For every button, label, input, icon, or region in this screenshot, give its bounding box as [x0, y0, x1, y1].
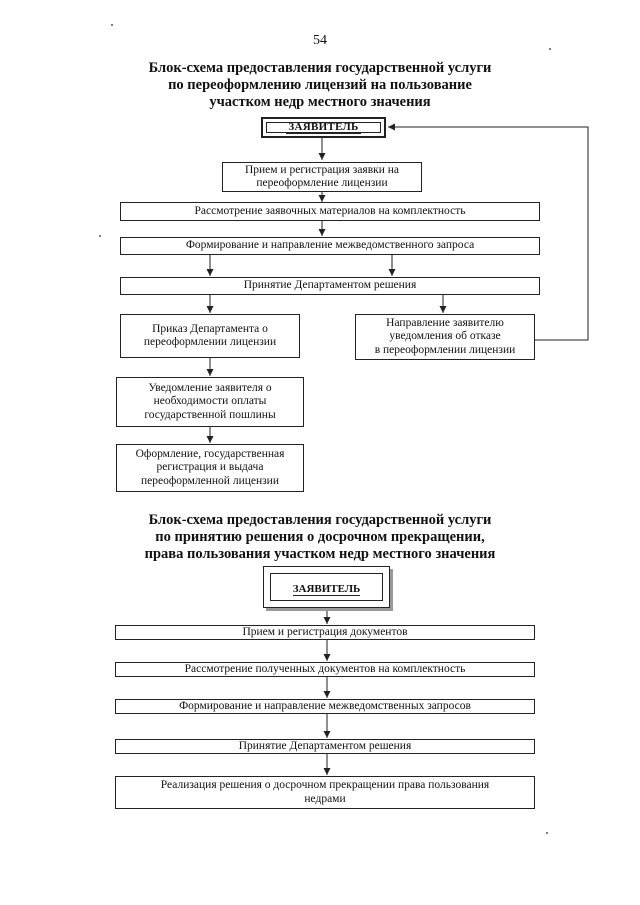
diagram2-title-line: Блок-схема предоставления государственно… [148, 512, 492, 528]
step2-interagency-requests: Формирование и направление межведомствен… [115, 699, 535, 714]
step-text-line: государственной пошлины [144, 408, 276, 421]
scan-speck [549, 48, 551, 50]
step-text-line: регистрация и выдача [156, 461, 264, 474]
step-department-decision: Принятие Департаментом решения [120, 277, 540, 295]
page-number: 54 [313, 33, 327, 48]
step-text-line: уведомления об отказе [389, 330, 501, 343]
step-text-line: Уведомление заявителя о [148, 381, 272, 394]
step-refusal-notice: Направление заявителю уведомления об отк… [355, 314, 535, 360]
diagram1-title: Блок-схема предоставления государственно… [100, 60, 540, 111]
scan-speck [111, 24, 113, 26]
step-text-line: переоформление лицензии [256, 177, 388, 189]
step-text: Формирование и направление межведомствен… [179, 699, 471, 712]
scan-speck [99, 235, 101, 237]
step-text-line: Приказ Департамента о [152, 322, 268, 335]
step-fee-notice: Уведомление заявителя о необходимости оп… [116, 377, 304, 427]
step2-receive-documents: Прием и регистрация документов [115, 625, 535, 640]
step-receive-application: Прием и регистрация заявки на переоформл… [222, 162, 422, 192]
step2-realize-termination: Реализация решения о досрочном прекращен… [115, 776, 535, 809]
applicant-box-2: ЗАЯВИТЕЛЬ [263, 566, 390, 608]
step-interagency-request: Формирование и направление межведомствен… [120, 237, 540, 255]
step-text-line: Прием и регистрация заявки на [244, 163, 400, 176]
step-text: Прием и регистрация документов [242, 625, 408, 638]
diagram1-title-line: по переоформлению лицензий на пользовани… [168, 77, 472, 93]
step-text: Рассмотрение полученных документов на ко… [184, 662, 466, 675]
step-text: Формирование и направление межведомствен… [185, 239, 475, 252]
step-text-line: переоформлении лицензии [143, 336, 277, 348]
step-review-materials: Рассмотрение заявочных материалов на ком… [120, 202, 540, 221]
applicant-label-2: ЗАЯВИТЕЛЬ [292, 583, 361, 596]
step-text-line: недрами [304, 792, 346, 805]
step-text: Принятие Департаментом решения [243, 279, 417, 292]
step-text-line: Реализация решения о досрочном прекращен… [160, 779, 490, 791]
step-text-line: необходимости оплаты [153, 395, 267, 408]
applicant-box: ЗАЯВИТЕЛЬ [261, 117, 386, 138]
diagram1-title-line: Блок-схема предоставления государственно… [148, 60, 492, 76]
step-text-line: переоформленной лицензии [140, 474, 279, 487]
step2-review-documents: Рассмотрение полученных документов на ко… [115, 662, 535, 677]
step-department-order: Приказ Департамента о переоформлении лиц… [120, 314, 300, 358]
diagram2-title: Блок-схема предоставления государственно… [95, 512, 545, 563]
arrow-refusal-to-applicant [388, 123, 589, 341]
step-text-line: в переоформлении лицензии [374, 343, 516, 356]
step-text: Рассмотрение заявочных материалов на ком… [194, 204, 466, 217]
step-text-line: Оформление, государственная [135, 447, 285, 460]
diagram2-title-line: права пользования участком недр местного… [144, 546, 496, 562]
step2-department-decision: Принятие Департаментом решения [115, 739, 535, 754]
scan-speck [546, 832, 548, 834]
applicant-label: ЗАЯВИТЕЛЬ [286, 121, 361, 134]
step-text-line: Направление заявителю [386, 316, 504, 329]
applicant-inner-frame: ЗАЯВИТЕЛЬ [270, 573, 383, 601]
diagram1-title-line: участком недр местного значения [209, 94, 431, 110]
diagram2-title-line: по принятию решения о досрочном прекраще… [155, 529, 485, 545]
step-license-issue: Оформление, государственная регистрация … [116, 444, 304, 492]
step-text: Принятие Департаментом решения [238, 739, 412, 752]
